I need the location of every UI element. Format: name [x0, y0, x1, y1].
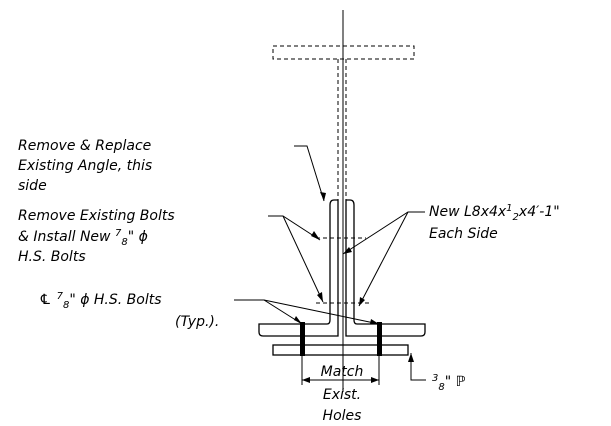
existing-beam-dashed	[272, 45, 415, 203]
label-remove-replace-3: side	[18, 178, 47, 194]
leader-cl-bolts	[234, 299, 380, 325]
label-match-2: Exist.	[323, 387, 361, 403]
right-angle	[345, 199, 426, 337]
dim-arrow-right	[371, 377, 379, 383]
label-new-angle-2: Each Side	[429, 226, 498, 242]
dim-arrow-left	[302, 377, 310, 383]
label-plate: 38" ℙ	[432, 373, 466, 393]
label-match-3: Holes	[323, 408, 362, 424]
leader-remove-replace	[294, 145, 326, 202]
label-remove-replace-1: Remove & Replace	[18, 138, 151, 154]
label-cl-bolts-2: (Typ.).	[175, 314, 219, 330]
label-remove-bolts-2: & Install New 78" ϕ	[18, 228, 148, 248]
left-bolt	[300, 322, 305, 356]
leader-new-angle	[342, 211, 425, 307]
leader-remove-bolts	[268, 215, 324, 303]
label-remove-replace-2: Existing Angle, this	[18, 158, 152, 174]
new-plate	[272, 344, 409, 356]
leader-plate	[408, 353, 426, 381]
label-new-angle-1: New L8x4x12x4′-1"	[429, 203, 560, 223]
label-match-1: Match	[321, 364, 364, 380]
label-cl-bolts-1: ℄78" ϕ H.S. Bolts	[39, 291, 162, 311]
label-remove-bolts-3: H.S. Bolts	[18, 249, 86, 265]
left-angle	[258, 199, 339, 337]
label-remove-bolts-1: Remove Existing Bolts	[18, 208, 175, 224]
right-bolt	[377, 322, 382, 356]
